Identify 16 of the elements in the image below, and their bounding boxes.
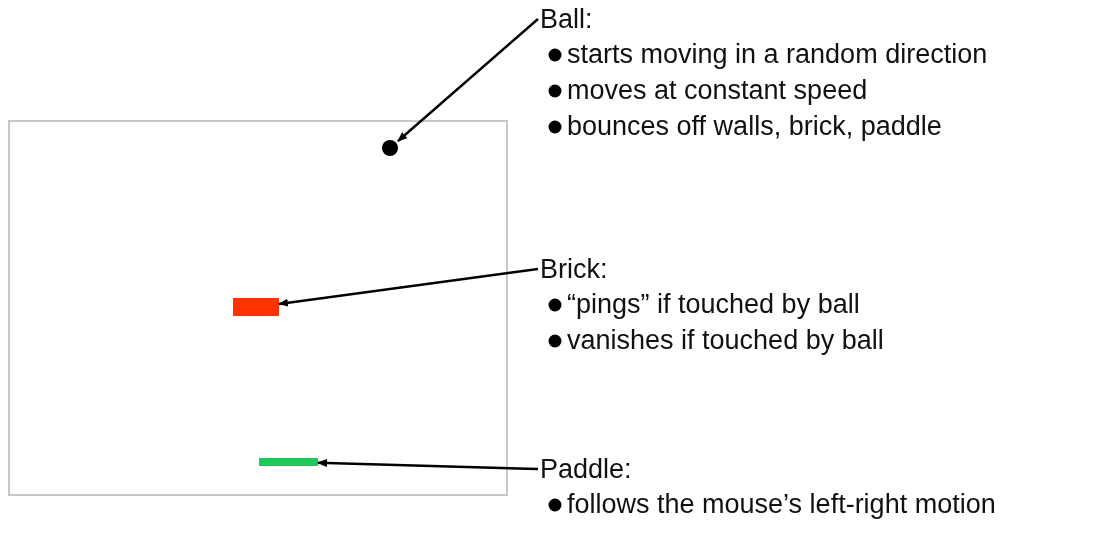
game-screen (8, 120, 508, 496)
callout-heading: Paddle: (540, 453, 633, 486)
bullet-text: follows the mouse’s left-right motion (567, 489, 996, 519)
leader-line (317, 459, 539, 471)
leader-line (278, 267, 539, 307)
brick (233, 298, 279, 316)
bullet-text: starts moving in a random direction (567, 39, 988, 69)
callout-heading: Brick: (540, 253, 609, 286)
bullet-text: bounces off walls, brick, paddle (567, 111, 942, 141)
bullet-text: vanishes if touched by ball (567, 325, 884, 355)
ball (382, 140, 398, 156)
paddle (259, 458, 318, 466)
bullet-text: moves at constant speed (567, 75, 868, 105)
callout-heading: Ball: (540, 3, 594, 36)
bullet-text: “pings” if touched by ball (567, 289, 860, 319)
leader-line (397, 18, 539, 142)
